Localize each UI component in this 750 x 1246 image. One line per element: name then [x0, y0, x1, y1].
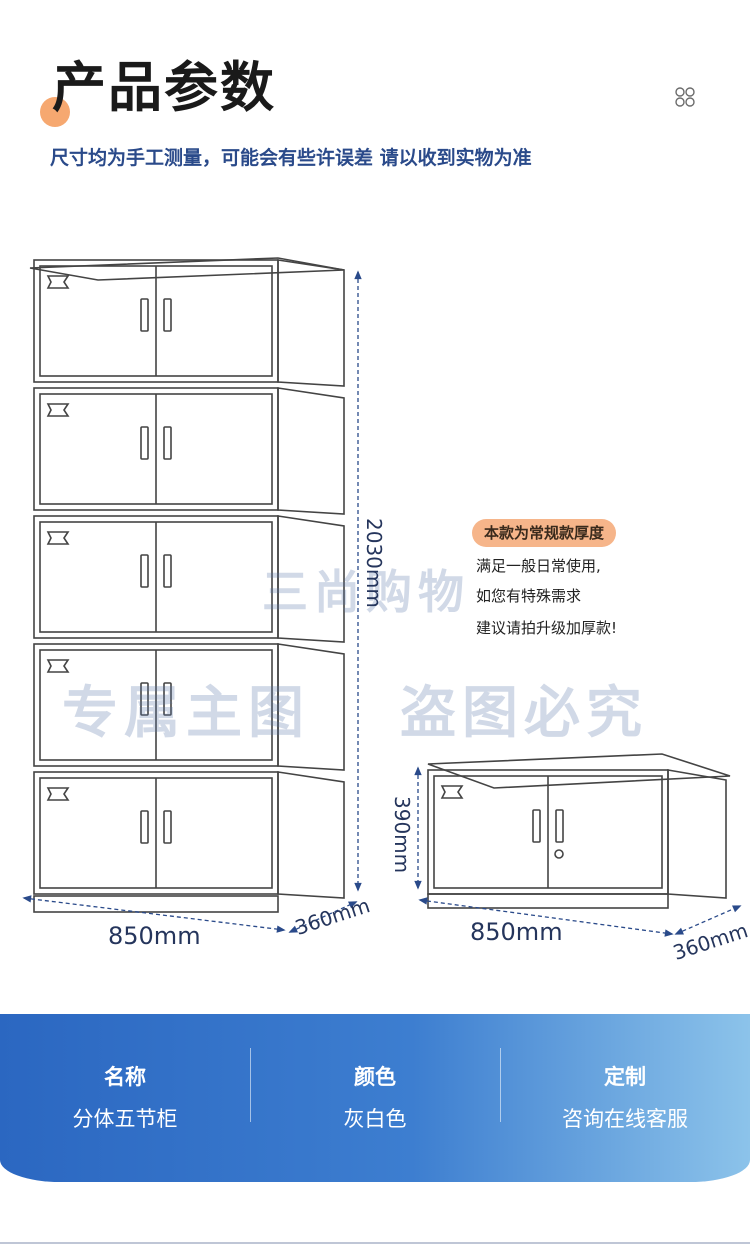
- door-handle-left: [140, 426, 149, 460]
- cabinet-side-panel: [277, 643, 345, 771]
- door-handle-left: [532, 809, 541, 843]
- spec-label: 定制: [604, 1065, 646, 1089]
- watermark-right: 盗图必究: [400, 681, 648, 746]
- tall-height-dimension-arrowhead: [354, 270, 362, 280]
- short-width-dimension-arrowhead: [664, 929, 674, 937]
- spec-name: 名称 分体五节柜: [0, 1014, 250, 1182]
- short-width-dimension: [419, 899, 673, 935]
- spec-value: 分体五节柜: [72, 1107, 178, 1131]
- short-width-label: 850mm: [470, 918, 563, 946]
- label-card-holder: [46, 531, 70, 545]
- door-handle-right: [555, 809, 564, 843]
- label-card-holder: [440, 785, 464, 799]
- tall-height-dimension-arrowhead: [354, 882, 362, 892]
- title-accent-dot: [40, 97, 70, 127]
- cabinet-side-panel: [277, 259, 345, 387]
- door-handle-right: [163, 426, 172, 460]
- spec-color: 颜色 灰白色: [250, 1014, 500, 1182]
- tall-width-label: 850mm: [108, 922, 201, 950]
- cabinet-top-surface: [29, 257, 345, 281]
- tall-cabinet-illustration: [29, 257, 345, 913]
- door-handle-right: [163, 810, 172, 844]
- cabinet-base-plinth: [33, 895, 279, 913]
- short-cabinet-illustration: [427, 753, 731, 909]
- tall-width-dimension-arrowhead: [276, 925, 286, 933]
- watermark-brand: 三尚购物: [262, 565, 470, 619]
- measurement-disclaimer: 尺寸均为手工测量，可能会有些许误差 请以收到实物为准: [50, 147, 532, 169]
- spec-custom: 定制 咨询在线客服: [500, 1014, 750, 1182]
- cabinet-side-panel: [277, 515, 345, 643]
- label-card-holder: [46, 275, 70, 289]
- door-handle-left: [140, 554, 149, 588]
- short-width-dimension-arrowhead: [418, 897, 428, 905]
- tall-depth-dimension-arrowhead: [288, 925, 298, 933]
- short-height-dimension-arrowhead: [414, 766, 422, 776]
- door-handle-left: [140, 682, 149, 716]
- note-line-3: 建议请拍升级加厚款!: [476, 619, 618, 637]
- spec-bar: 名称 分体五节柜 颜色 灰白色 定制 咨询在线客服: [0, 1014, 750, 1182]
- spec-value: 灰白色: [343, 1107, 407, 1131]
- cabinet-dimension-drawing: [0, 240, 750, 980]
- label-card-holder: [46, 403, 70, 417]
- short-depth-dimension-arrowhead: [674, 927, 684, 935]
- note-line-2: 如您有特殊需求: [476, 587, 582, 605]
- short-height-dimension-arrowhead: [414, 880, 422, 890]
- tall-width-dimension-arrowhead: [22, 895, 32, 903]
- watermark-left: 专属主图: [62, 681, 310, 746]
- short-height-label: 390mm: [390, 796, 414, 874]
- spec-value: 咨询在线客服: [562, 1107, 688, 1131]
- door-handle-right: [163, 554, 172, 588]
- door-handle-left: [140, 810, 149, 844]
- door-handle-right: [163, 682, 172, 716]
- cabinet-top-surface: [427, 753, 731, 789]
- note-line-1: 满足一般日常使用,: [476, 557, 601, 575]
- door-handle-right: [163, 298, 172, 332]
- cabinet-side-panel: [277, 387, 345, 515]
- dimension-lines: [22, 270, 742, 937]
- tall-height-label: 2030mm: [362, 518, 386, 608]
- spec-label: 颜色: [354, 1065, 396, 1089]
- cabinet-side-panel: [667, 769, 727, 899]
- cabinet-side-panel: [277, 771, 345, 899]
- four-dots-icon: [674, 86, 696, 108]
- label-card-holder: [46, 787, 70, 801]
- page-title: 产品参数: [52, 56, 276, 119]
- lock-keyhole: [554, 849, 564, 859]
- tall-depth-dimension-arrowhead: [348, 901, 358, 909]
- door-handle-left: [140, 298, 149, 332]
- short-depth-dimension-arrowhead: [732, 905, 742, 913]
- label-card-holder: [46, 659, 70, 673]
- tall-depth-dimension: [289, 901, 357, 933]
- bottom-divider: [0, 1242, 750, 1244]
- short-depth-dimension: [675, 905, 741, 935]
- spec-label: 名称: [104, 1065, 146, 1089]
- thickness-note-badge: 本款为常规款厚度: [472, 519, 617, 547]
- tall-width-dimension: [23, 897, 285, 931]
